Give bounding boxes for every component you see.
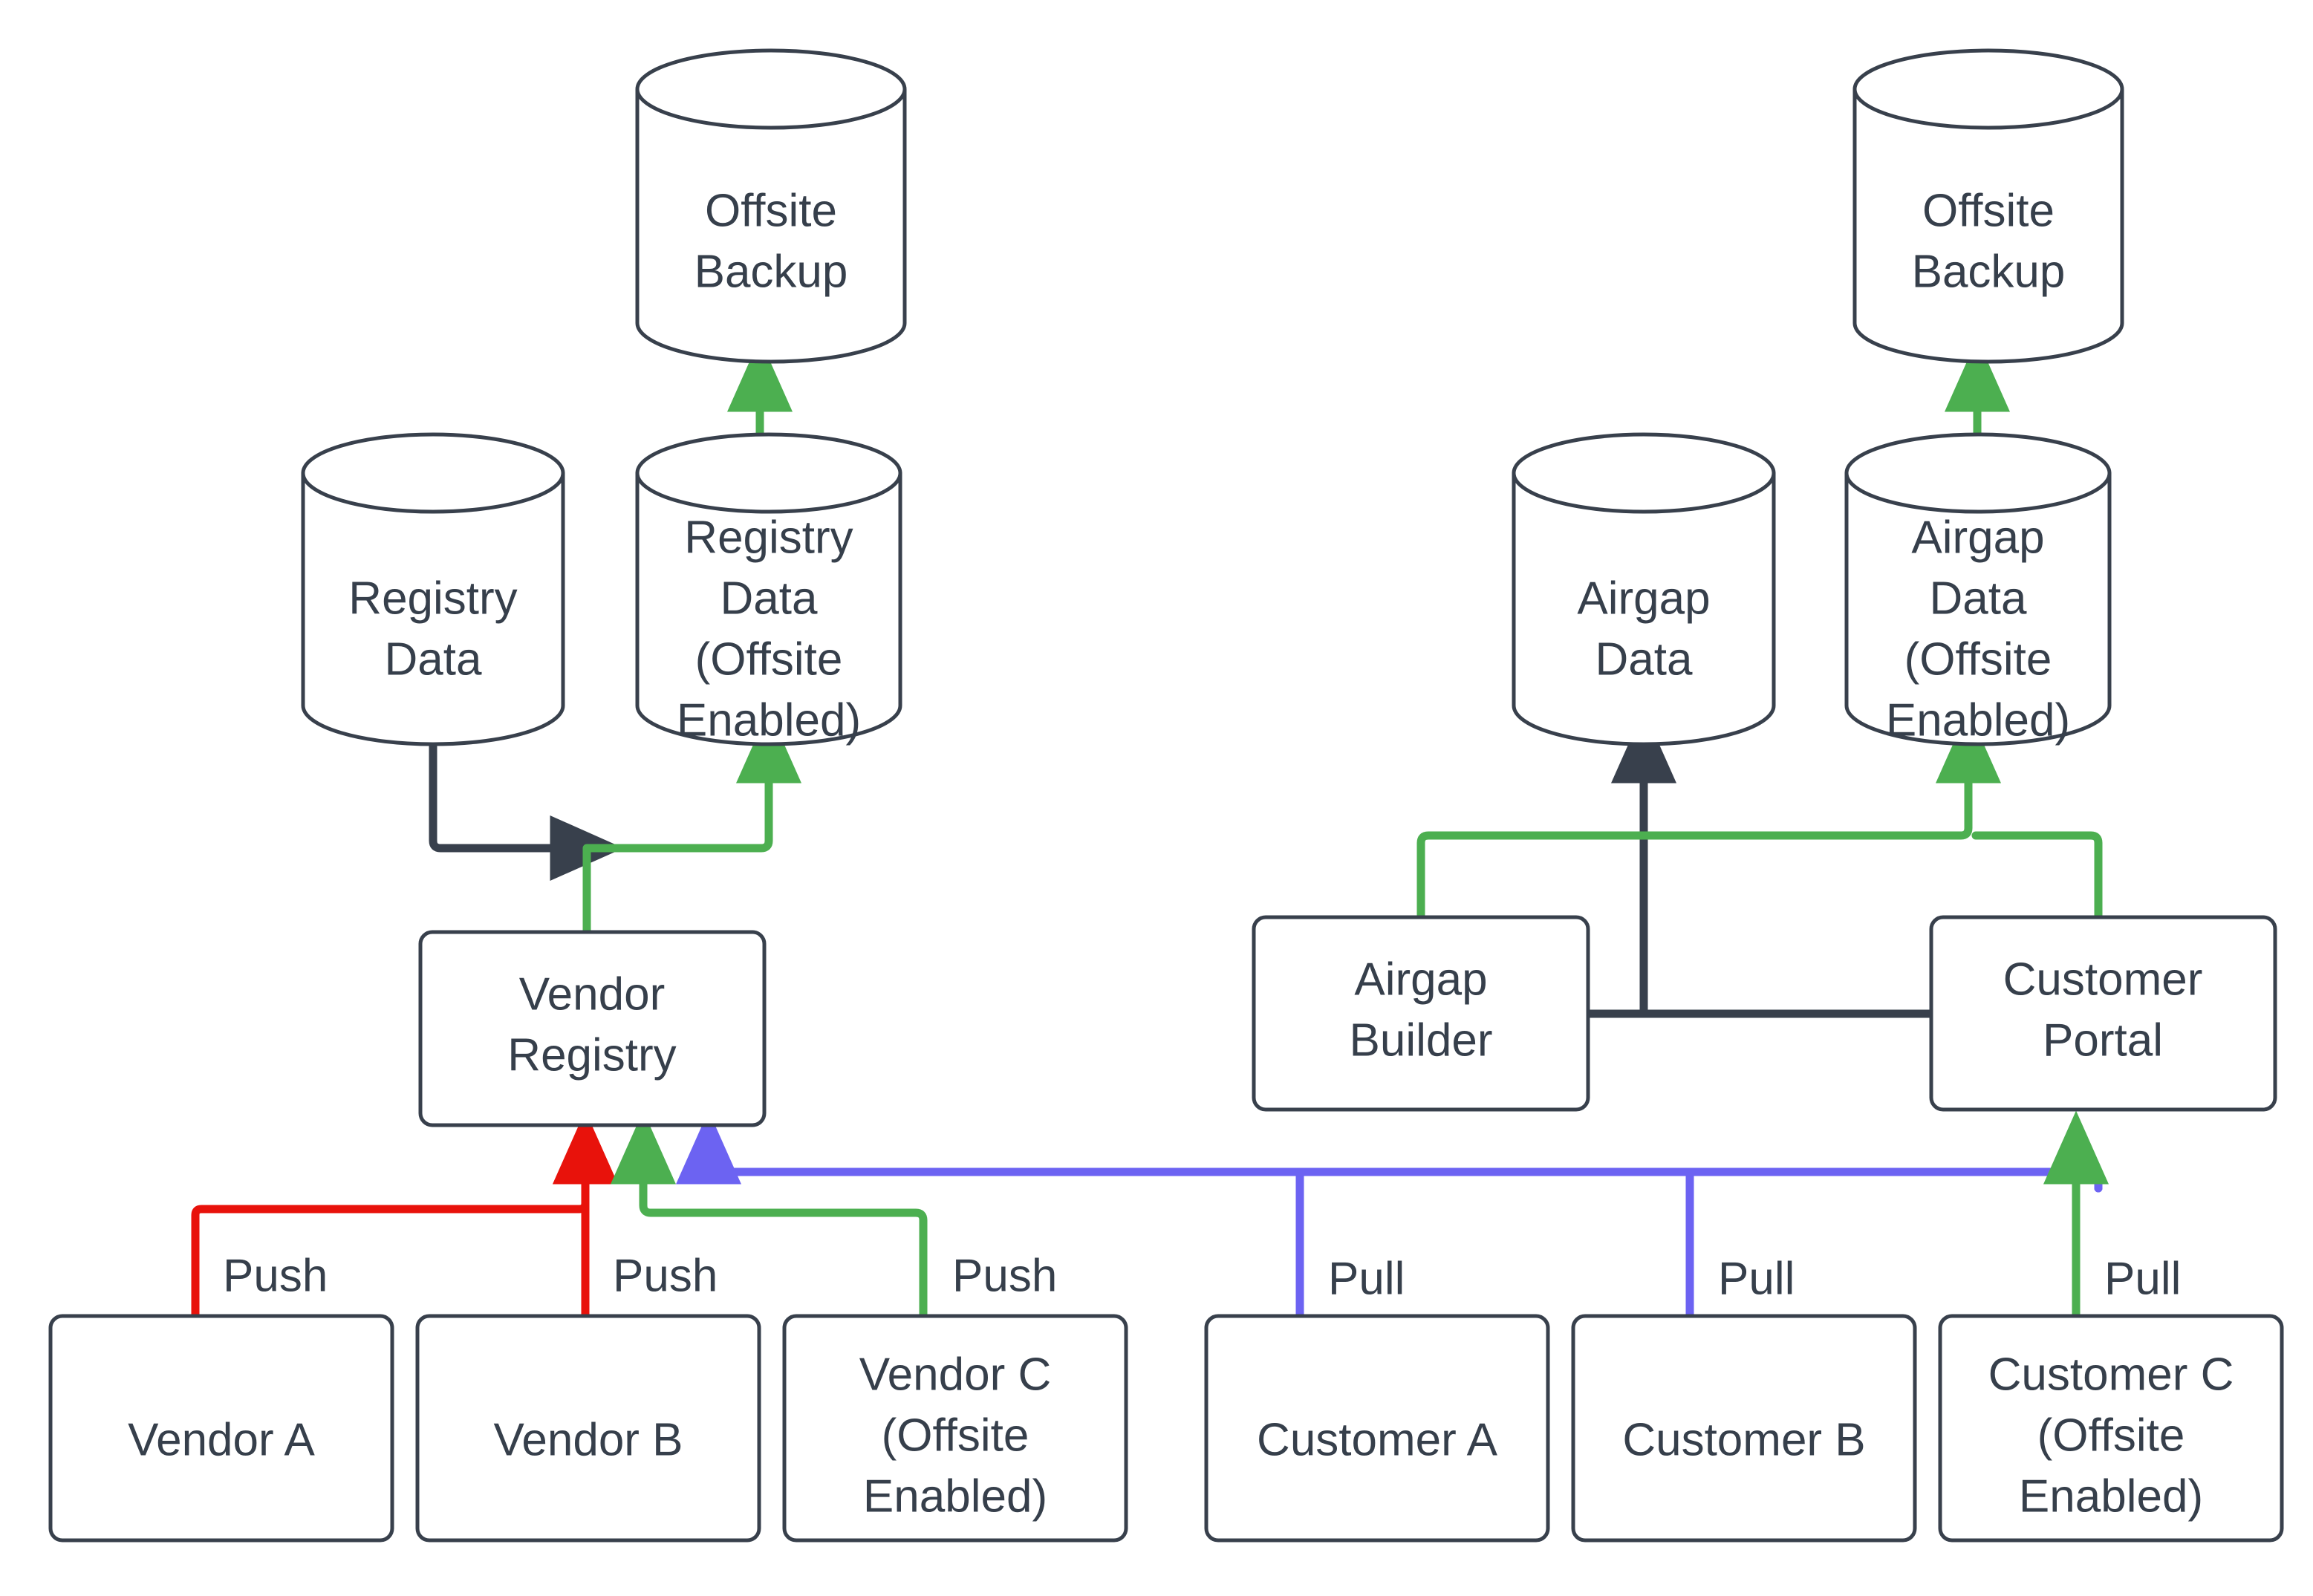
airgap-data-offsite-label-line-1: Airgap	[1911, 512, 2044, 563]
edge-customer-portal-to-airgap-data-offsite	[1971, 831, 2103, 922]
offsite-backup-right-label-line-1: Offsite	[1922, 185, 2055, 236]
vendor-c-label-line-1: Vendor C	[859, 1349, 1052, 1400]
node-airgap-builder[interactable]: Airgap Builder	[1252, 915, 1590, 1112]
vendor-registry-label-line-1: Vendor	[519, 968, 666, 1020]
node-customer-c[interactable]: Customer C (Offsite Enabled)	[1938, 1314, 2284, 1543]
node-offsite-backup-right[interactable]: Offsite Backup	[1852, 48, 2124, 364]
edge-label-vendor-c-push: Push	[952, 1250, 1057, 1301]
airgap-data-label-line-1: Airgap	[1577, 573, 1710, 624]
edge-label-customer-a-pull: Pull	[1328, 1253, 1405, 1304]
node-customer-portal[interactable]: Customer Portal	[1929, 915, 2277, 1112]
vendor-registry-label-line-2: Registry	[507, 1029, 676, 1081]
vendor-b-label: Vendor B	[493, 1414, 683, 1465]
registry-data-label-line-1: Registry	[348, 573, 517, 624]
registry-data-offsite-label-line-1: Registry	[684, 512, 853, 563]
airgap-builder-label-line-1: Airgap	[1354, 954, 1487, 1005]
node-airgap-data[interactable]: Airgap Data	[1512, 432, 1776, 746]
edge-purple-bus-to-customer-portal	[1295, 1167, 2103, 1193]
edge-airgap-builder-to-airgap-data-offsite	[1416, 709, 2001, 922]
edge-label-customer-b-pull: Pull	[1718, 1253, 1795, 1304]
customer-b-label: Customer B	[1622, 1414, 1865, 1465]
registry-data-offsite-label-line-4: Enabled)	[677, 694, 861, 746]
customer-c-label-line-1: Customer C	[1988, 1349, 2234, 1400]
node-customer-b[interactable]: Customer B	[1571, 1314, 1917, 1543]
airgap-builder-label-line-2: Builder	[1350, 1014, 1493, 1066]
customer-c-label-line-3: Enabled)	[2019, 1470, 2203, 1522]
node-vendor-a[interactable]: Vendor A	[48, 1314, 394, 1543]
node-vendor-b[interactable]: Vendor B	[415, 1314, 761, 1543]
registry-data-label-line-2: Data	[385, 633, 482, 685]
vendor-c-label-line-2: (Offsite	[882, 1410, 1029, 1461]
airgap-data-offsite-label-line-4: Enabled)	[1886, 694, 2070, 746]
edge-vendor-registry-to-registry-data	[429, 742, 624, 881]
node-registry-data[interactable]: Registry Data	[301, 432, 565, 746]
node-airgap-data-offsite[interactable]: Airgap Data (Offsite Enabled)	[1844, 432, 2112, 746]
vendor-c-label-line-3: Enabled)	[863, 1470, 1047, 1522]
customer-portal-label-line-2: Portal	[2043, 1014, 2163, 1066]
customer-c-label-line-2: (Offsite	[2037, 1410, 2185, 1461]
customer-portal-label-line-1: Customer	[2003, 954, 2203, 1005]
node-offsite-backup-left[interactable]: Offsite Backup	[635, 48, 907, 364]
registry-data-offsite-label-line-2: Data	[720, 573, 818, 624]
offsite-backup-left-label-line-2: Backup	[694, 246, 848, 297]
node-vendor-c[interactable]: Vendor C (Offsite Enabled)	[782, 1314, 1128, 1543]
airgap-data-label-line-2: Data	[1595, 633, 1693, 685]
edge-label-customer-c-pull: Pull	[2104, 1253, 2181, 1304]
vendor-a-label: Vendor A	[128, 1414, 315, 1465]
airgap-data-offsite-label-line-2: Data	[1930, 573, 2027, 624]
offsite-backup-left-label-line-1: Offsite	[705, 185, 837, 236]
edge-vendor-c-push	[611, 1110, 928, 1320]
node-registry-data-offsite[interactable]: Registry Data (Offsite Enabled)	[635, 432, 902, 746]
edge-label-vendor-a-push: Push	[223, 1250, 328, 1301]
airgap-data-offsite-label-line-3: (Offsite	[1904, 633, 2052, 685]
edge-label-vendor-b-push: Push	[613, 1250, 718, 1301]
offsite-backup-right-label-line-2: Backup	[1912, 246, 2066, 297]
node-customer-a[interactable]: Customer A	[1204, 1314, 1550, 1543]
registry-data-offsite-label-line-3: (Offsite	[695, 633, 843, 685]
node-vendor-registry[interactable]: Vendor Registry	[418, 930, 767, 1127]
edge-vendor-registry-to-registry-data-offsite	[582, 709, 801, 937]
customer-a-label: Customer A	[1257, 1414, 1498, 1465]
